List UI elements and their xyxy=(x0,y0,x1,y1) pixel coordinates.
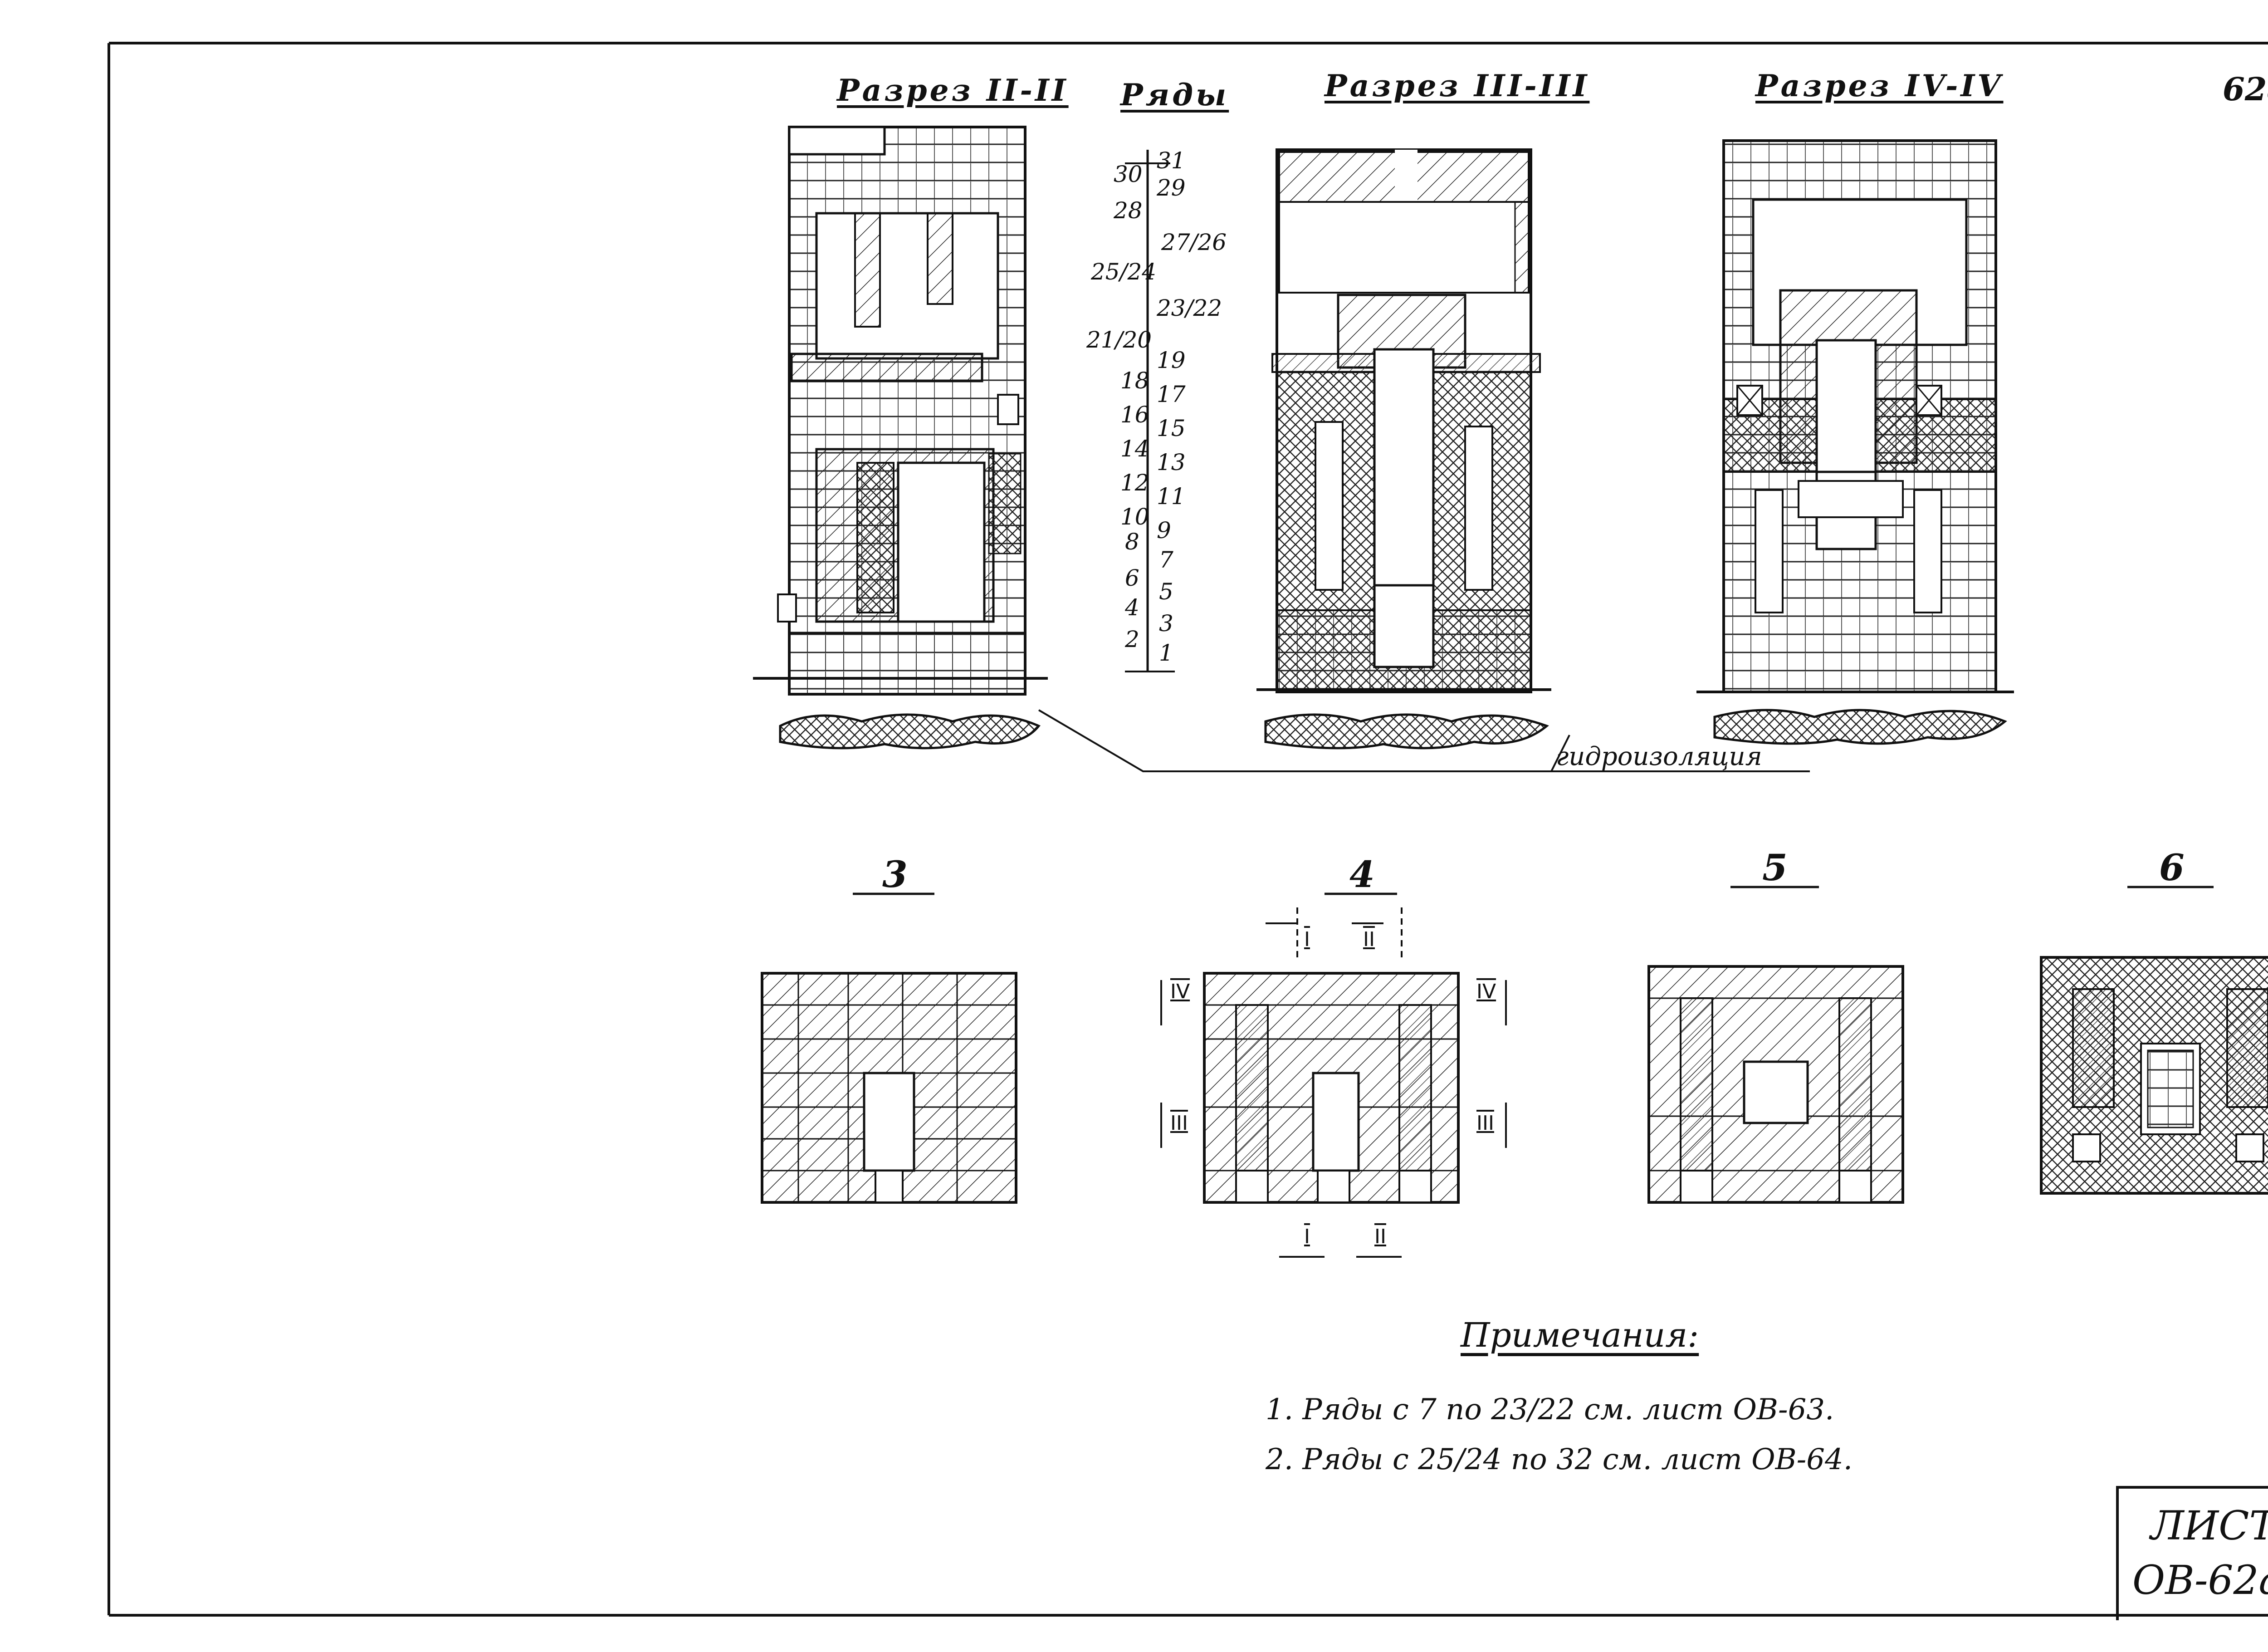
row-label-left: 18 xyxy=(1120,368,1149,394)
row-label-left: 2 xyxy=(1125,626,1139,652)
row-label-left: 12 xyxy=(1120,470,1149,496)
row-label-left: 10 xyxy=(1120,504,1149,530)
row-label-right: 5 xyxy=(1159,578,1173,605)
row-label-right: 11 xyxy=(1157,483,1186,510)
cut-label-ii-top: II xyxy=(1363,928,1375,951)
cut-label-i-bottom: I xyxy=(1304,1225,1310,1248)
cut-label-i-top: I xyxy=(1304,928,1310,951)
plan-3-drawing xyxy=(761,972,1017,1204)
rows-title: Ряды xyxy=(1120,77,1229,113)
plan-6-number: 6 xyxy=(2159,846,2185,889)
notes-title: Примечания: xyxy=(1461,1316,1699,1355)
cut-label-iii-left: III xyxy=(1170,1112,1188,1135)
page-number: 62a xyxy=(2223,70,2268,108)
row-label-right: 31 xyxy=(1157,147,1186,174)
row-label-right: 17 xyxy=(1157,381,1186,407)
row-label-right: 7 xyxy=(1159,547,1173,573)
section-iii-iii-drawing xyxy=(1256,148,1551,750)
row-label-left: 21/20 xyxy=(1086,327,1152,353)
row-label-left: 14 xyxy=(1120,436,1149,462)
row-label-right: 29 xyxy=(1157,175,1186,201)
plan-4-number: 4 xyxy=(1349,853,1375,896)
row-label-right: 27/26 xyxy=(1161,229,1227,255)
sheet-stamp: ЛИСТ ОВ-62а xyxy=(2116,1486,2268,1620)
row-label-right: 15 xyxy=(1157,415,1186,441)
row-label-right: 13 xyxy=(1157,449,1186,476)
cut-label-iii-right: III xyxy=(1476,1112,1494,1135)
row-label-left: 8 xyxy=(1125,529,1139,555)
row-label-right: 1 xyxy=(1159,640,1173,666)
row-label-left: 6 xyxy=(1125,565,1139,591)
row-label-right: 23/22 xyxy=(1157,295,1222,321)
note-item: 2. Ряды с 25/24 по 32 см. лист ОВ-64. xyxy=(1266,1443,1853,1476)
row-label-left: 4 xyxy=(1125,594,1139,621)
section-iv-iv-title: Разрез IV-IV xyxy=(1755,68,2004,103)
row-label-right: 19 xyxy=(1157,347,1186,373)
plan-4-drawing xyxy=(1160,907,1507,1258)
section-ii-ii-title: Разрез II-II xyxy=(837,73,1069,108)
plan-6-drawing xyxy=(2040,956,2268,1195)
cut-label-iv-left: IV xyxy=(1170,980,1190,1003)
section-ii-ii-drawing xyxy=(753,126,1048,750)
cut-label-iv-right: IV xyxy=(1476,980,1496,1003)
row-label-left: 16 xyxy=(1120,402,1149,428)
section-iv-iv-drawing xyxy=(1696,139,2014,745)
plan-5-drawing xyxy=(1647,965,1904,1204)
note-item: 1. Ряды с 7 по 23/22 см. лист ОВ-63. xyxy=(1266,1393,1834,1427)
plan-5-number: 5 xyxy=(1762,846,1788,889)
row-label-right: 3 xyxy=(1159,610,1173,637)
rows-scale xyxy=(1125,150,1175,672)
cut-label-ii-bottom: II xyxy=(1374,1225,1386,1248)
waterproofing-label: гидроизоляция xyxy=(1556,742,1762,771)
section-iii-iii-title: Разрез III-III xyxy=(1325,68,1590,103)
plan-number-underlines xyxy=(853,886,2214,895)
waterproofing-leader xyxy=(1038,709,1810,772)
row-label-left: 25/24 xyxy=(1091,259,1157,285)
plan-3-number: 3 xyxy=(882,853,908,896)
row-label-right: 9 xyxy=(1157,517,1171,544)
stamp-code: ОВ-62а xyxy=(2132,1557,2268,1603)
stamp-label: ЛИСТ xyxy=(2151,1502,2268,1549)
row-label-left: 28 xyxy=(1114,197,1143,224)
sheet-frame xyxy=(108,42,2268,1617)
row-label-left: 30 xyxy=(1114,161,1143,187)
